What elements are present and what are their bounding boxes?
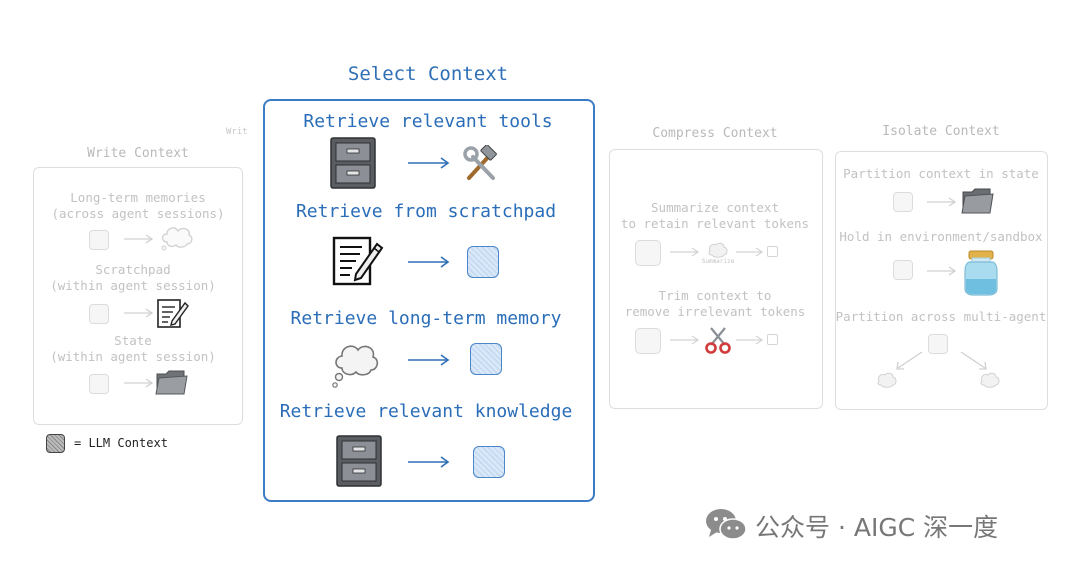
small-context-box bbox=[767, 246, 778, 257]
isolate-item-3-label: Partition across multi-agent bbox=[835, 309, 1047, 324]
compress-item-2-line2: remove irrelevant tokens bbox=[624, 304, 806, 319]
write-item-1-line2: (across agent sessions) bbox=[51, 206, 225, 221]
arrow-icon bbox=[896, 351, 923, 370]
wechat-icon bbox=[706, 509, 747, 540]
footer-brand: 公众号 · AIGC 深一度 bbox=[755, 513, 999, 542]
llm-context-box bbox=[89, 230, 109, 250]
llm-context-box bbox=[928, 334, 948, 354]
write-context-title: Write Context bbox=[87, 146, 189, 161]
write-item-2-line2: (within agent session) bbox=[50, 278, 216, 293]
file-cabinet-icon bbox=[330, 137, 376, 189]
llm-context-box bbox=[473, 446, 505, 478]
isolate-context-title: Isolate Context bbox=[882, 124, 1000, 139]
llm-context-box bbox=[635, 240, 661, 266]
notepad-pencil-icon bbox=[332, 236, 384, 286]
write-context-panel bbox=[33, 167, 243, 425]
arrow-icon bbox=[927, 197, 957, 207]
compress-item-1-line2: to retain relevant tokens bbox=[620, 216, 810, 231]
isolate-context-panel bbox=[835, 151, 1048, 410]
write-item-1-line1: Long-term memories bbox=[70, 190, 206, 205]
small-context-box bbox=[767, 334, 778, 345]
write-item-3-line1: State bbox=[114, 333, 152, 348]
arrow-icon bbox=[927, 266, 957, 276]
llm-context-box bbox=[89, 304, 109, 324]
compress-item-1-line1: Summarize context bbox=[651, 200, 779, 215]
jar-icon bbox=[964, 250, 998, 296]
llm-context-box bbox=[470, 343, 502, 375]
select-context-title: Select Context bbox=[347, 63, 509, 85]
llm-context-box bbox=[635, 328, 661, 354]
arrow-icon bbox=[408, 256, 450, 268]
file-cabinet-icon bbox=[336, 435, 382, 487]
compress-context-title: Compress Context bbox=[652, 126, 778, 141]
llm-context-legend-swatch bbox=[46, 434, 65, 453]
hammer-wrench-icon bbox=[463, 145, 497, 180]
arrow-icon bbox=[408, 157, 450, 169]
write-item-3-line2: (within agent session) bbox=[50, 349, 216, 364]
arrow-icon bbox=[124, 308, 154, 318]
isolate-item-1-label: Partition context in state bbox=[843, 166, 1039, 181]
write-context-small-label: Writ bbox=[226, 127, 248, 137]
brain-icon bbox=[708, 242, 728, 258]
scissors-icon bbox=[705, 327, 731, 354]
select-item-scratchpad-label: Retrieve from scratchpad bbox=[295, 201, 557, 222]
select-item-tools-label: Retrieve relevant tools bbox=[303, 111, 553, 132]
llm-context-box bbox=[893, 260, 913, 280]
notepad-pencil-icon bbox=[157, 299, 189, 328]
thought-cloud-icon bbox=[332, 345, 379, 388]
folder-icon bbox=[155, 370, 188, 395]
arrow-icon bbox=[736, 335, 764, 345]
arrow-icon bbox=[670, 335, 700, 345]
arrow-icon bbox=[124, 234, 154, 244]
llm-context-box bbox=[893, 192, 913, 212]
write-item-2-line1: Scratchpad bbox=[95, 262, 171, 277]
llm-context-legend-text: = LLM Context bbox=[74, 436, 168, 450]
select-context-panel bbox=[263, 99, 595, 502]
llm-context-box bbox=[89, 374, 109, 394]
arrow-icon bbox=[124, 378, 154, 388]
arrow-icon bbox=[408, 354, 450, 366]
brain-icon bbox=[877, 372, 897, 388]
llm-context-box bbox=[467, 246, 499, 278]
arrow-icon bbox=[960, 351, 987, 370]
compress-context-panel bbox=[609, 149, 823, 409]
arrow-icon bbox=[736, 247, 764, 257]
arrow-icon bbox=[670, 247, 700, 257]
folder-icon bbox=[961, 188, 994, 214]
thought-cloud-icon bbox=[161, 227, 193, 251]
select-item-memory-label: Retrieve long-term memory bbox=[290, 308, 562, 329]
select-item-knowledge-label: Retrieve relevant knowledge bbox=[279, 401, 573, 422]
compress-item-2-line1: Trim context to bbox=[658, 288, 772, 303]
brain-icon bbox=[980, 372, 1000, 388]
summarize-caption: Summarize bbox=[701, 258, 735, 265]
arrow-icon bbox=[408, 456, 450, 468]
isolate-item-2-label: Hold in environment/sandbox bbox=[839, 229, 1043, 244]
